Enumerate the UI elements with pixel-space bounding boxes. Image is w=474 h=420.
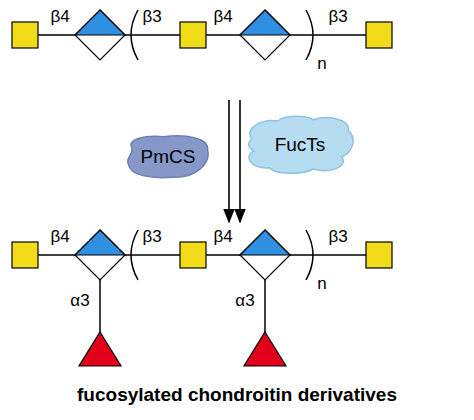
- enzyme-blob: FucTs: [245, 115, 355, 175]
- linkage-label: β3: [142, 228, 161, 245]
- enzyme-name: FucTs: [275, 134, 326, 156]
- linkage-label: β3: [328, 8, 347, 25]
- linkage-label: α3: [235, 292, 254, 309]
- reaction-arrows: [229, 100, 240, 222]
- linkage-label: β4: [213, 228, 232, 245]
- repeat-count: n: [317, 275, 326, 292]
- linkage-label: β4: [50, 8, 69, 25]
- linkage-label: α3: [70, 292, 89, 309]
- linkage-label: β4: [50, 228, 69, 245]
- linkage-label: β3: [328, 228, 347, 245]
- caption: fucosylated chondroitin derivatives: [0, 384, 474, 406]
- blob-shape: [249, 116, 354, 173]
- bottom-chain: [12, 230, 392, 366]
- enzyme-name: PmCS: [141, 146, 196, 168]
- linkage-label: β4: [213, 8, 232, 25]
- blob-shape: [128, 136, 208, 178]
- linkage-label: β3: [142, 8, 161, 25]
- repeat-count: n: [317, 55, 326, 72]
- enzyme-blob: PmCS: [125, 134, 211, 180]
